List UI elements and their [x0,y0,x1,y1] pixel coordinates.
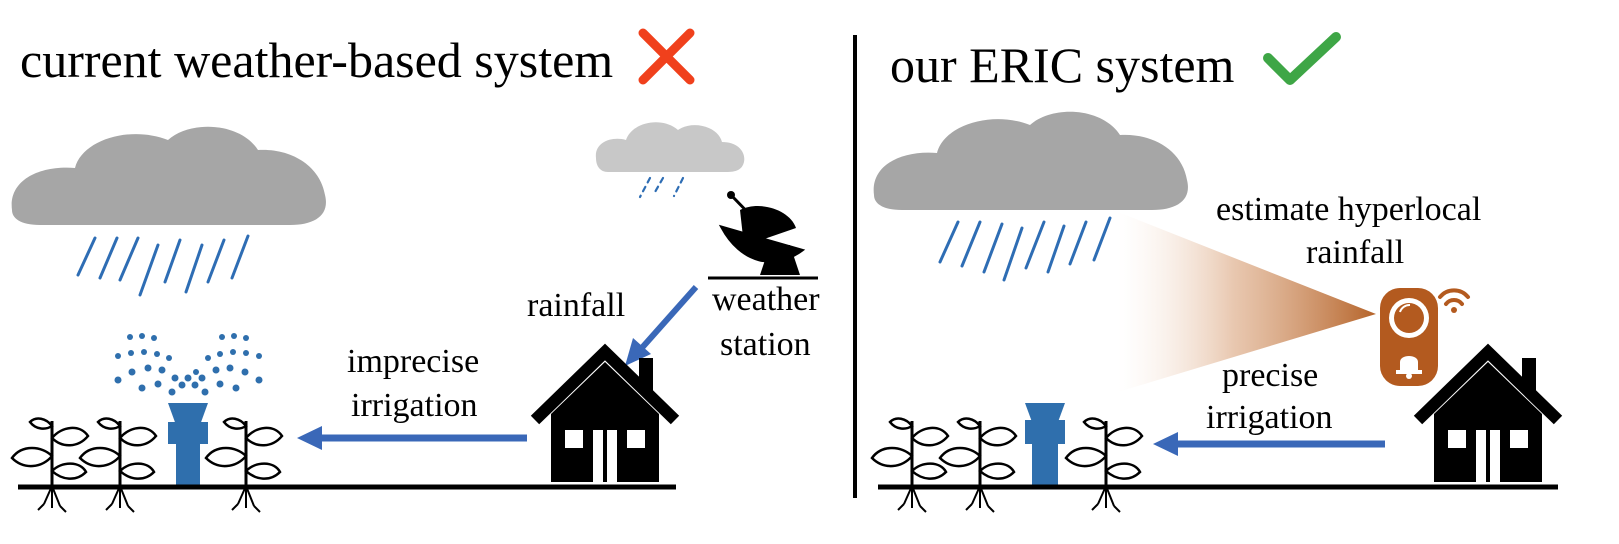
satellite-dish-icon [708,191,818,280]
plant-icon [1064,417,1144,514]
rainfall-label: rainfall [527,287,625,324]
precise-irrigation-label-line1: precise [1222,357,1318,394]
precise-irrigation-label-line2: irrigation [1206,399,1333,436]
sensing-beam [1118,212,1376,392]
sprinkler-icon [168,403,208,486]
wifi-icon [1438,288,1470,313]
plant-icon [10,417,90,514]
irrigation-arrow [297,426,527,450]
eric-device-icon [1380,288,1438,386]
plant-icon [870,417,950,514]
sprinkler-icon [1025,403,1065,486]
left-panel-title: current weather-based system [20,32,613,88]
imprecise-irrigation-label-line1: imprecise [347,343,479,380]
plant-icon [938,417,1018,514]
right-panel: our ERIC system estimate hyperlocal rain… [870,32,1558,514]
plant-icon [204,417,284,514]
rain-icon [76,234,250,297]
weather-station-label-line1: weather [712,281,820,318]
right-panel-title: our ERIC system [890,37,1235,93]
rain-icon [938,216,1112,282]
house-icon [535,352,675,482]
drizzle-icon [638,176,685,199]
irrigation-arrow [1153,432,1385,456]
small-cloud-icon [595,122,745,172]
estimate-label-line2: rainfall [1306,234,1404,271]
cloud-icon [873,111,1188,210]
checkmark-icon [1263,32,1341,85]
estimate-label-line1: estimate hyperlocal [1216,191,1481,228]
sprinkler-spray-icon [114,333,263,396]
left-panel: current weather-based system [10,28,820,514]
weather-station-label-line2: station [720,326,811,363]
house-icon [1418,352,1558,482]
rainfall-arrow [625,285,699,366]
cross-icon [638,28,695,85]
imprecise-irrigation-label-line2: irrigation [351,387,478,424]
plant-icon [78,417,158,514]
cloud-icon [11,126,326,225]
